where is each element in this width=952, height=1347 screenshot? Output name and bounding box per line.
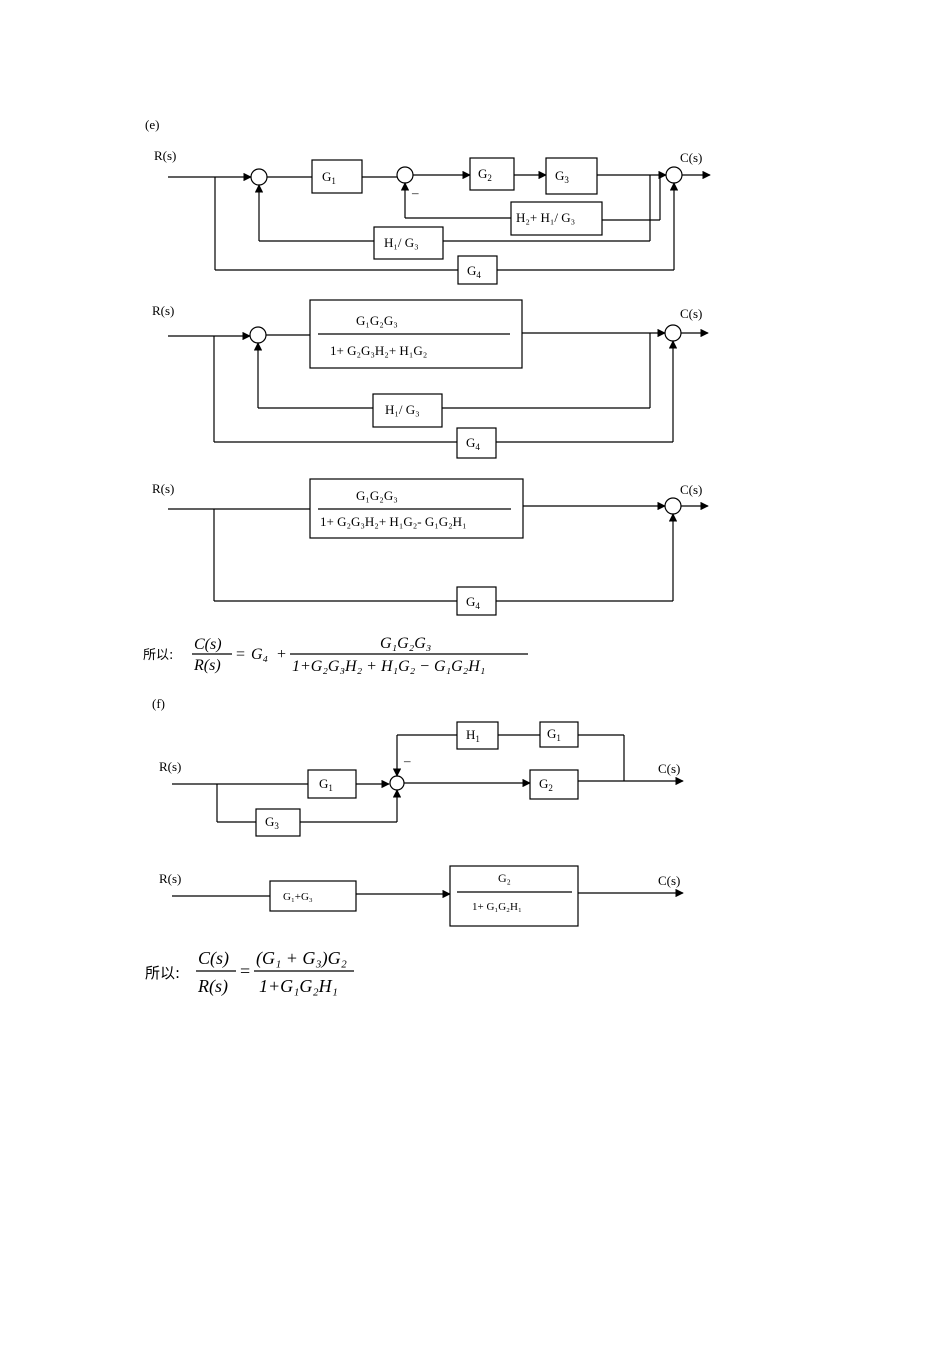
block-sum-label: G₁+G₃ [283,891,313,903]
block-outer-feedback [373,226,444,260]
block-g4 [456,586,497,616]
part-f-tag: (f) [152,696,165,711]
input-label: R(s) [159,759,181,774]
block-g2 [469,157,515,191]
rhs-denominator: 1+G₁G₂H₁ [259,976,338,996]
minus-sign: – [411,185,419,200]
input-label: R(s) [154,148,176,163]
rhs-denominator: 1+G₂G₃H₂ + H₁G₂ − G₁G₂H₁ [292,658,485,675]
block-g4 [456,427,497,459]
diagram-e2: R(s) C(s) G₁G₂G₃ 1+ G₂G₃H₂+ H₁G₂ H₁/ G₃ … [152,299,709,459]
output-label: C(s) [658,873,680,888]
rhs-numerator: (G₁ + G₃)G₂ [256,948,347,969]
equals-sign: = [236,646,245,663]
diagram-f2: R(s) C(s) G₁+G₃ G₂ 1+ G₁G₂H₁ [159,865,684,927]
output-label: C(s) [680,482,702,497]
result-f: 所以: C(s) R(s) = (G₁ + G₃)G₂ 1+G₁G₂H₁ [145,948,354,997]
block-g4-label: G4 [466,594,480,611]
summing-junction [389,775,405,791]
block-outer-feedback-label: H₁/ G₃ [384,235,419,250]
block-denominator: 1+ G₁G₂H₁ [472,901,522,913]
input-label: R(s) [159,871,181,886]
summing-junction-1 [250,168,268,186]
block-g3 [545,157,598,195]
block-g4 [457,255,498,285]
block-g2-label: G2 [478,166,492,183]
input-label: R(s) [152,303,174,318]
summing-junction-out [665,166,683,184]
block-g1 [311,159,363,194]
block-g2 [529,769,579,800]
summing-junction-out [664,497,682,515]
equals-sign: = [240,961,250,981]
lhs-numerator: C(s) [198,948,229,969]
term-g4: G₄ [251,646,268,663]
output-label: C(s) [680,306,702,321]
block-numerator: G₁G₂G₃ [356,488,398,503]
summing-junction-2 [396,166,414,184]
block-g4-label: G4 [467,263,481,280]
diagram-e1: R(s) C(s) G1 G2 G3 H₂+ H₁/ G₃ – H₁/ G₃ [154,148,711,285]
block-feedback [372,393,443,428]
block-g1-feedback-label: G1 [547,726,561,743]
block-feedback-label: H₁/ G₃ [385,402,420,417]
plus-sign: + [277,646,286,663]
diagram-e3: R(s) C(s) G₁G₂G₃ 1+ G₂G₃H₂+ H₁G₂- G₁G₂H₁… [152,478,709,616]
rhs-numerator: G₁G₂G₃ [380,635,431,652]
minus-sign: – [403,753,411,768]
summing-junction-1 [249,326,267,344]
block-numerator: G₁G₂G₃ [356,313,398,328]
lhs-numerator: C(s) [194,636,222,653]
lhs-denominator: R(s) [197,976,228,997]
lhs-denominator: R(s) [193,657,221,674]
block-inner-feedback-label: H₂+ H₁/ G₃ [516,210,575,225]
block-g3-label: G3 [265,814,279,831]
result-prefix: 所以: [143,648,173,663]
input-label: R(s) [152,481,174,496]
block-h1 [456,721,499,750]
block-g3-label: G3 [555,168,569,185]
block-g1-label: G1 [322,169,336,186]
result-e: 所以: C(s) R(s) = G₄ + G₁G₂G₃ 1+G₂G₃H₂ + H… [143,635,528,675]
part-e-tag: (e) [145,117,159,132]
block-g1 [307,769,357,799]
summing-junction-out [664,324,682,342]
block-g2-label: G2 [539,776,553,793]
block-denominator: 1+ G₂G₃H₂+ H₁G₂ [330,343,427,358]
block-closed-loop [449,865,579,927]
block-sum [269,880,357,912]
block-inner-feedback [510,201,603,236]
diagram-f1: R(s) C(s) G1 G2 G3 G1 H1 – [159,721,684,837]
block-g1-label: G1 [319,776,333,793]
block-denominator: 1+ G₂G₃H₂+ H₁G₂- G₁G₂H₁ [320,514,467,529]
output-label: C(s) [658,761,680,776]
output-label: C(s) [680,150,702,165]
block-g4-label: G4 [466,435,480,452]
block-g3 [255,808,301,837]
block-numerator: G₂ [498,871,511,885]
block-h1-label: H1 [466,727,480,744]
result-prefix: 所以: [145,964,180,982]
